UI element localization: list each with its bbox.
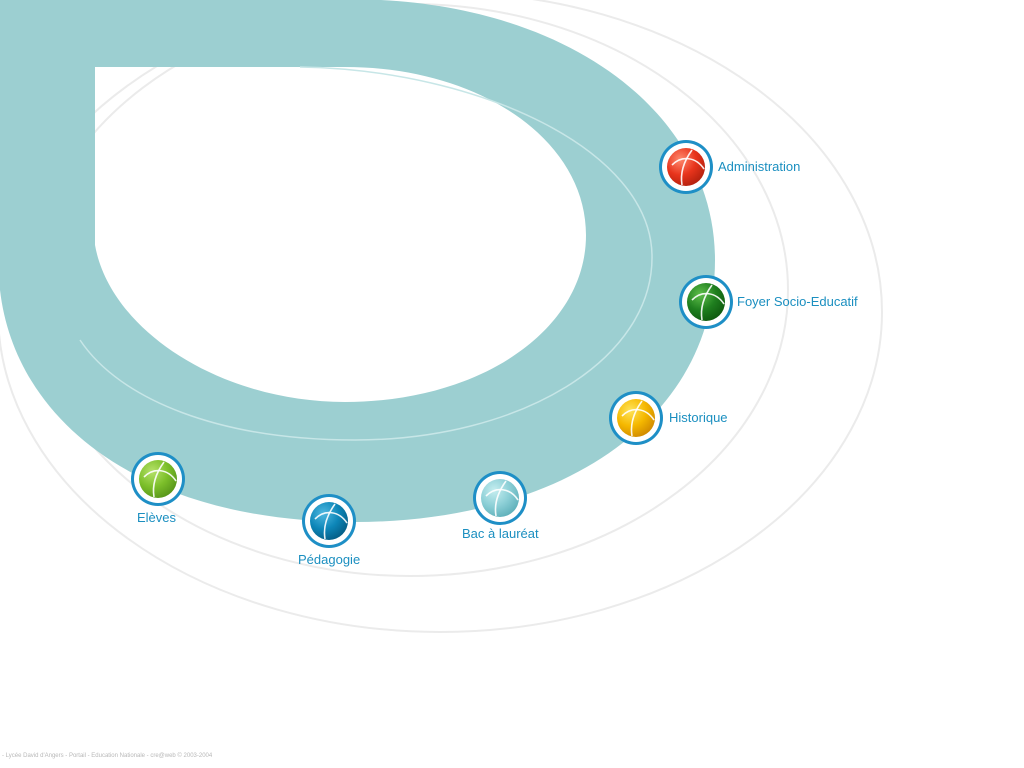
- globe-parallel: [152, 461, 165, 498]
- nav-label-bac: Bac à lauréat: [462, 526, 539, 541]
- globe-sphere: [667, 148, 705, 186]
- nav-item-pedagogie[interactable]: Pédagogie: [297, 495, 377, 567]
- nav-label-eleves: Elèves: [137, 510, 177, 525]
- teal-band: [0, 0, 715, 522]
- nav-item-administration[interactable]: Administration: [662, 143, 812, 193]
- nav-item-foyer-socio-educatif[interactable]: Foyer Socio-Educatif: [682, 278, 872, 328]
- footer-credits: - Lycée David d'Angers - Portail - Educa…: [2, 753, 213, 759]
- globe-parallel: [700, 284, 713, 321]
- globe-sphere: [310, 502, 348, 540]
- globe-parallel: [323, 503, 336, 540]
- globe-sphere: [139, 460, 177, 498]
- globe-meridian: [621, 408, 655, 421]
- nav-label-historique: Historique: [669, 410, 728, 425]
- yellow-globe-icon: [612, 394, 660, 442]
- globe-meridian: [485, 488, 519, 501]
- globe-parallel: [680, 149, 693, 186]
- globe-meridian: [143, 469, 177, 482]
- globe-sphere: [617, 399, 655, 437]
- nav-item-historique[interactable]: Historique: [612, 394, 742, 444]
- nav-label-administration: Administration: [718, 159, 801, 174]
- blue-globe-icon: [305, 497, 353, 545]
- nav-label-foyer: Foyer Socio-Educatif: [737, 294, 858, 309]
- lime-globe-icon: [134, 455, 182, 503]
- nav-label-pedagogie: Pédagogie: [298, 552, 361, 567]
- globe-parallel: [630, 400, 643, 437]
- globe-meridian: [314, 511, 348, 524]
- light-blue-globe-icon: [476, 474, 524, 522]
- globe-meridian: [691, 292, 725, 305]
- nav-item-eleves[interactable]: Elèves: [132, 453, 192, 525]
- globe-parallel: [494, 480, 507, 517]
- nav-item-bac-a-laureat[interactable]: Bac à lauréat: [462, 472, 552, 544]
- globe-meridian: [671, 157, 705, 170]
- band-inner-line: [79, 66, 653, 441]
- globe-sphere: [687, 283, 725, 321]
- globe-sphere: [481, 479, 519, 517]
- outer-ring-arc: [0, 0, 883, 633]
- red-globe-icon: [662, 143, 710, 191]
- green-globe-icon: [682, 278, 730, 326]
